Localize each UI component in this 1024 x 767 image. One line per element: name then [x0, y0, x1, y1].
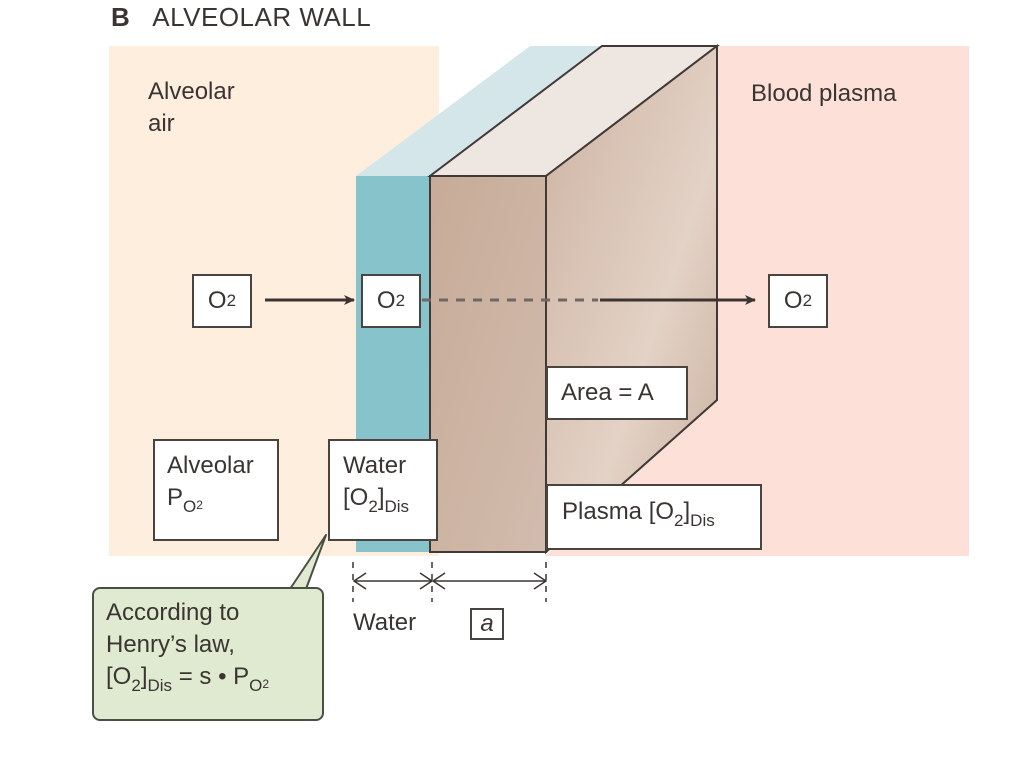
eq-close: ] [140, 663, 148, 690]
plasma-o2dis-sub1: 2 [674, 511, 684, 530]
water-o2dis-open: [O [343, 484, 369, 511]
water-o2dis-sub2: Dis [384, 497, 410, 516]
water-o2dis-sub1: 2 [368, 497, 378, 516]
water-layer-top [356, 46, 602, 176]
blood-plasma-label: Blood plasma [751, 80, 897, 107]
plasma-o2dis-prefix: Plasma [O [562, 498, 675, 525]
blood-plasma-region-lower [545, 46, 969, 556]
eq-sub1: 2 [131, 676, 141, 695]
plasma-o2dis-sub2: Dis [690, 511, 715, 530]
alveolar-po2-box: Alveolar PO2 [153, 439, 279, 541]
o2-source-main: O [207, 287, 227, 314]
water-dimension-arrowhead-left [352, 572, 367, 590]
area-label-box: Area = A [546, 366, 688, 420]
eq-rhs: = s • P [172, 663, 250, 690]
water-o2dis-line2: [O2]Dis [343, 482, 436, 523]
o2-source-sub: 2 [226, 291, 237, 310]
panel-title: ALVEOLAR WALL [152, 2, 372, 32]
thickness-a-box: a [470, 608, 504, 640]
o2-water-main: O [376, 287, 396, 314]
water-o2dis-box: Water [O2]Dis [328, 439, 438, 541]
figure-title: B ALVEOLAR WALL [111, 2, 371, 33]
alveolar-air-line1: Alveolar [148, 78, 235, 105]
alveolar-air-line2: air [148, 110, 175, 137]
alveolar-air-label: Alveolar air [148, 76, 235, 140]
po2-subsub: 2 [196, 498, 203, 512]
water-thickness-label: Water [353, 609, 417, 636]
po2-sub: O [183, 497, 197, 516]
panel-letter: B [111, 2, 131, 32]
plasma-o2dis-box: Plasma [O2]Dis [546, 484, 762, 550]
plasma-o2dis-close: ] [683, 498, 691, 525]
po2-main: P [167, 484, 184, 511]
thickness-dimension-arrowhead-right [533, 572, 548, 590]
thickness-dimension-arrowhead-left [431, 572, 446, 590]
callout-line1: According to [106, 599, 240, 626]
water-o2dis-close: ] [377, 484, 385, 511]
callout-equation: [O2]Dis = s • PO2 [106, 661, 310, 702]
o2-plasma-main: O [783, 287, 803, 314]
eq-sub3: O [249, 676, 263, 695]
eq-sub2: Dis [147, 676, 173, 695]
alveolar-po2-line2: PO2 [167, 482, 277, 523]
henrys-law-callout: According to Henry’s law, [O2]Dis = s • … [92, 587, 324, 721]
eq-open: [O [106, 663, 132, 690]
callout-line2: Henry’s law, [106, 631, 235, 658]
water-o2dis-line1: Water [343, 452, 407, 479]
o2-plasma-sub: 2 [802, 291, 813, 310]
alveolar-po2-line1: Alveolar [167, 452, 254, 479]
eq-subsub: 2 [262, 677, 270, 691]
tissue-front-face [429, 175, 547, 553]
o2-water-sub: 2 [395, 291, 406, 310]
